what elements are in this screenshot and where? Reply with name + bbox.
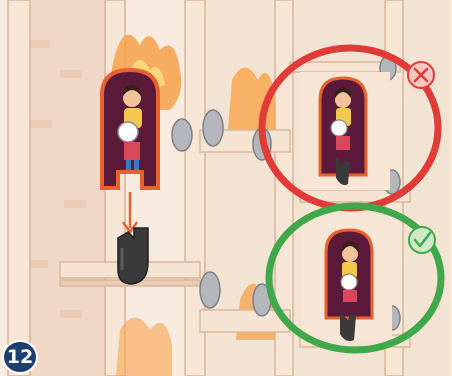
check-icon: [409, 227, 435, 253]
stand-target: [118, 228, 148, 284]
character-card-main: [102, 70, 158, 188]
step-number-badge: 12: [2, 340, 38, 374]
example-right-card: [302, 215, 392, 341]
cross-icon: [408, 62, 434, 88]
example-wrong-card: [300, 72, 390, 190]
